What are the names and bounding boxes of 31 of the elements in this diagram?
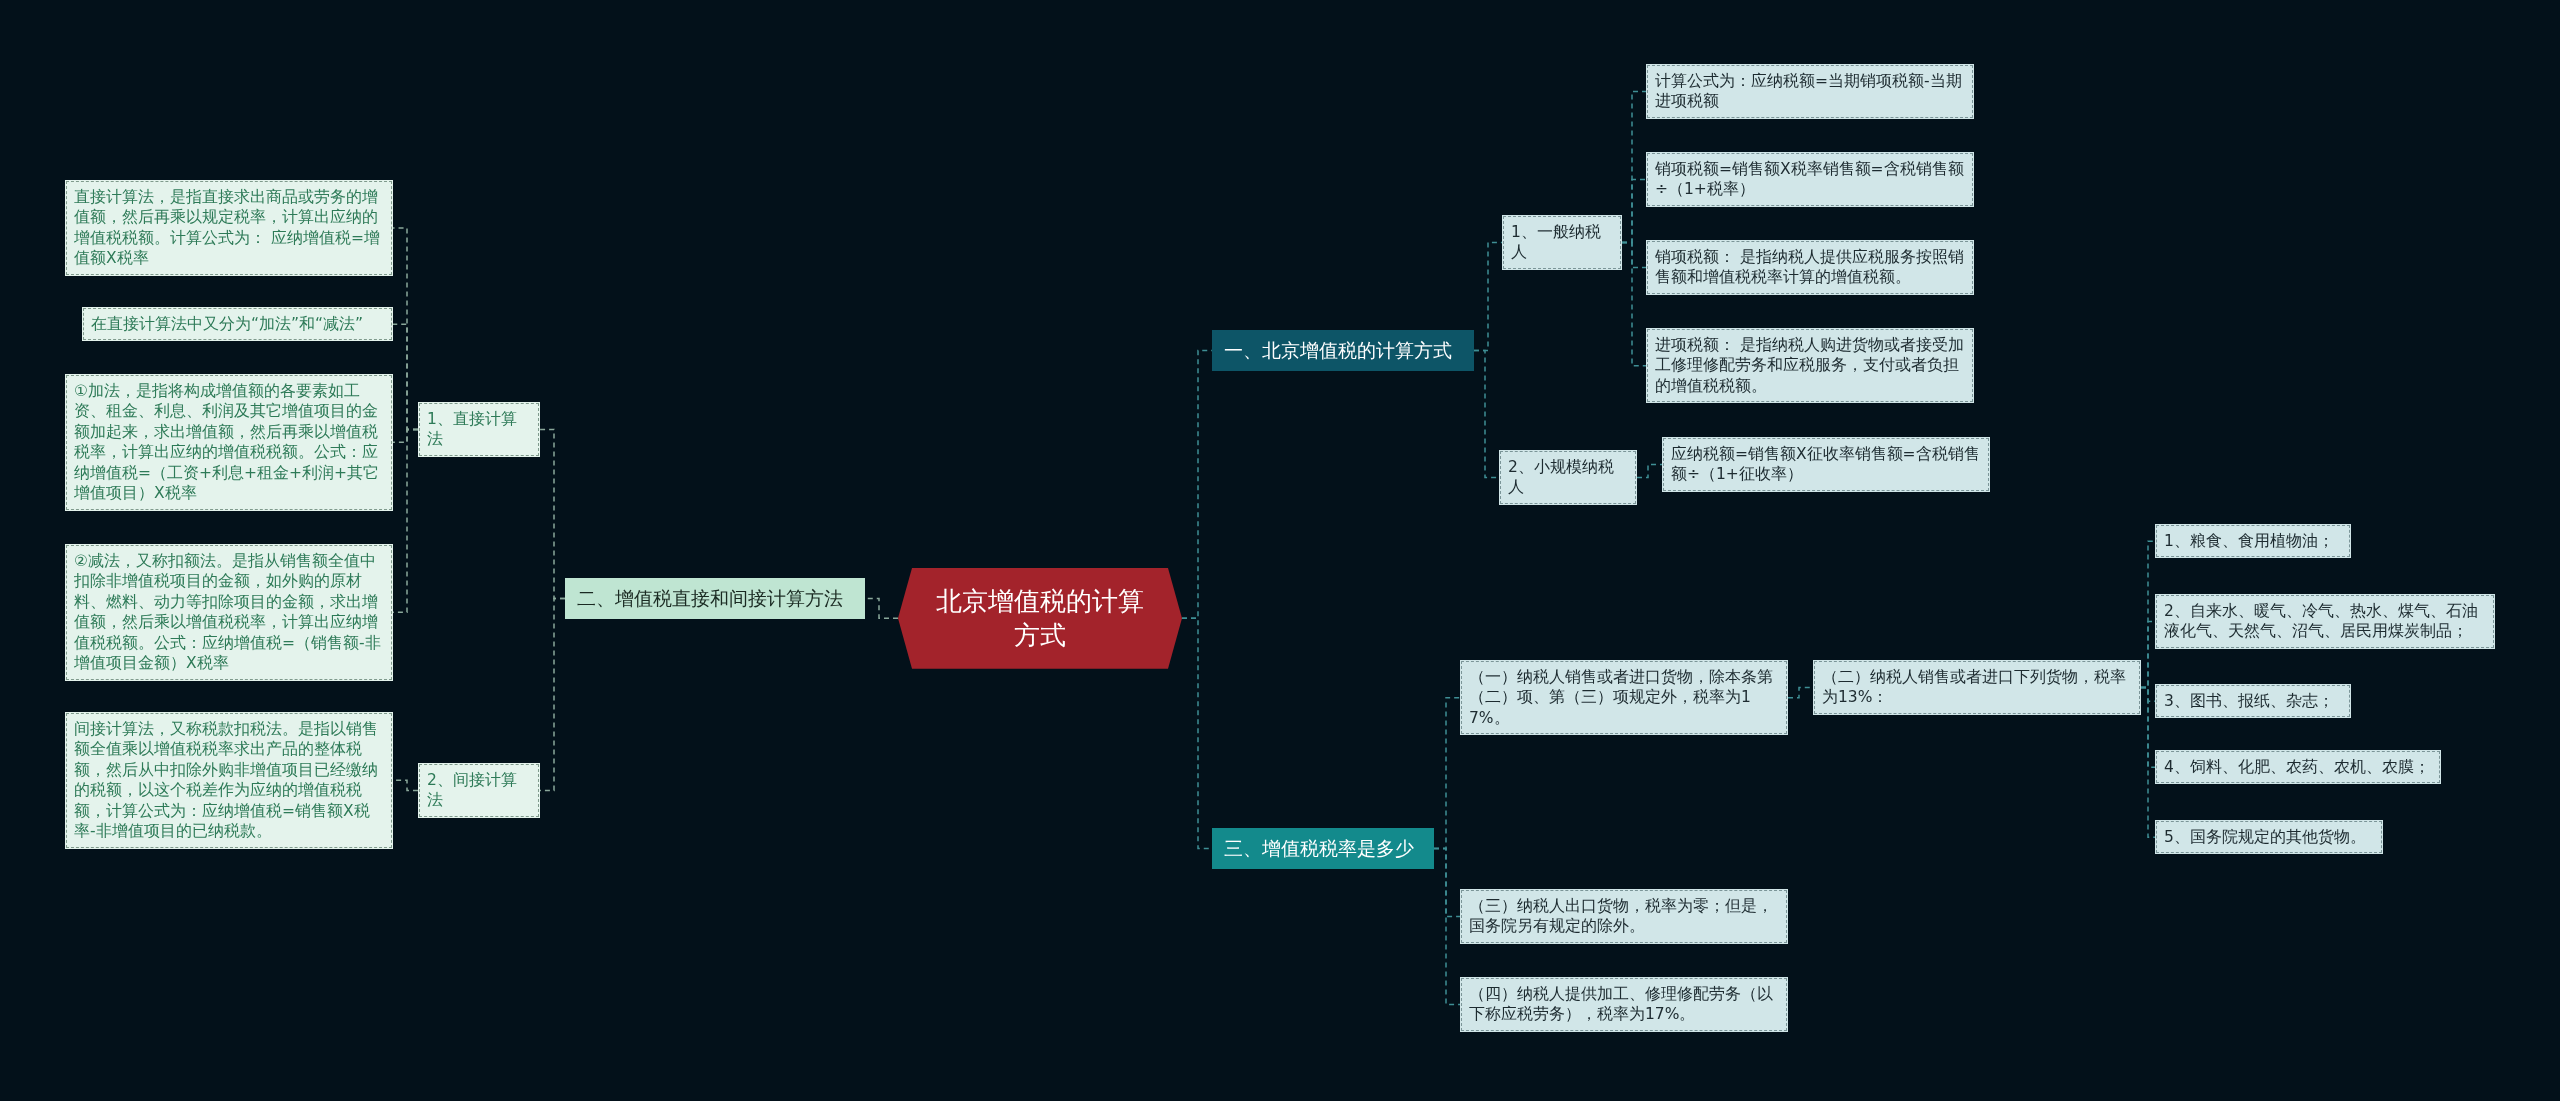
note-box: 应纳税额=销售额X征收率销售额=含税销售额÷（1+征收率） xyxy=(1662,437,1990,492)
note-box: （一）纳税人销售或者进口货物，除本条第（二）项、第（三）项规定外，税率为17%。 xyxy=(1460,660,1788,736)
list-item-box: 3、图书、报纸、杂志； xyxy=(2155,684,2351,719)
subtopic-box: 2、小规模纳税人 xyxy=(1499,450,1637,505)
list-item-box: 4、饲料、化肥、农药、农机、农膜； xyxy=(2155,750,2441,785)
list-item-box: 1、粮食、食用植物油； xyxy=(2155,524,2351,559)
note-box: 直接计算法，是指直接求出商品或劳务的增值额，然后再乘以规定税率，计算出应纳的增值税税额。计算公式为： 应纳增值税=增值额X税率 xyxy=(65,180,393,276)
note-box: 间接计算法，又称税款扣税法。是指以销售额全值乘以增值税税率求出产品的整体税额，然后从中扣除外购非增值项目已经缴纳的税额，以这个税差作为应纳的增值税税额，计算公式为：应纳增值税=销售额X税率-非增值项目的已纳税款。 xyxy=(65,712,393,849)
list-item-box: 2、自来水、暖气、冷气、热水、煤气、石油液化气、天然气、沼气、居民用煤炭制品； xyxy=(2155,594,2495,649)
connector-line xyxy=(1636,463,1663,479)
central-topic: 北京增值税的计算方式 xyxy=(898,568,1182,669)
list-item-box: 5、国务院规定的其他货物。 xyxy=(2155,820,2383,855)
subtopic-box: 1、一般纳税人 xyxy=(1502,215,1622,270)
branch-topic: 三、增值税税率是多少 xyxy=(1212,828,1434,870)
subtopic-box: 1、直接计算法 xyxy=(418,402,540,457)
subtopic-box: 2、间接计算法 xyxy=(418,763,540,818)
note-box: 进项税额： 是指纳税人购进货物或者接受加工修理修配劳务和应税服务，支付或者负担的增值税税额。 xyxy=(1646,328,1974,404)
branch-topic: 一、北京增值税的计算方式 xyxy=(1212,330,1474,372)
note-box: 计算公式为：应纳税额=当期销项税额-当期进项税额 xyxy=(1646,64,1974,119)
note-box: （二）纳税人销售或者进口下列货物，税率为13%： xyxy=(1813,660,2141,715)
note-box: （四）纳税人提供加工、修理修配劳务（以下称应税劳务），税率为17%。 xyxy=(1460,977,1788,1032)
connector-line xyxy=(2140,686,2156,838)
connector-line xyxy=(1433,847,1461,1006)
note-box: 销项税额： 是指纳税人提供应税服务按照销售额和增值税税率计算的增值税额。 xyxy=(1646,240,1974,295)
note-box: ②减法，又称扣额法。是指从销售额全值中扣除非增值税项目的金额，如外购的原材料、燃料、动力等扣除项目的金额，求出增值额，然后乘以增值税税率，计算出应纳增值税税额。公式：应纳增值税=（销售额-非增值项目金额）X税率 xyxy=(65,544,393,681)
connector-line xyxy=(1621,241,1647,367)
note-box: 销项税额=销售额X税率销售额=含税销售额÷（1+税率） xyxy=(1646,152,1974,207)
note-box: 在直接计算法中又分为“加法”和“减法” xyxy=(82,307,393,342)
branch-topic: 二、增值税直接和间接计算方法 xyxy=(565,578,865,620)
note-box: ①加法，是指将构成增值额的各要素如工资、租金、利息、利润及其它增值项目的金额加起来，求出增值额，然后再乘以增值税税率，计算出应纳的增值税税额。公式：应纳增值税=（工资+利息+租金+利润+其它增值项目）X税率 xyxy=(65,374,393,511)
note-box: （三）纳税人出口货物，税率为零；但是，国务院另有规定的除外。 xyxy=(1460,889,1788,944)
